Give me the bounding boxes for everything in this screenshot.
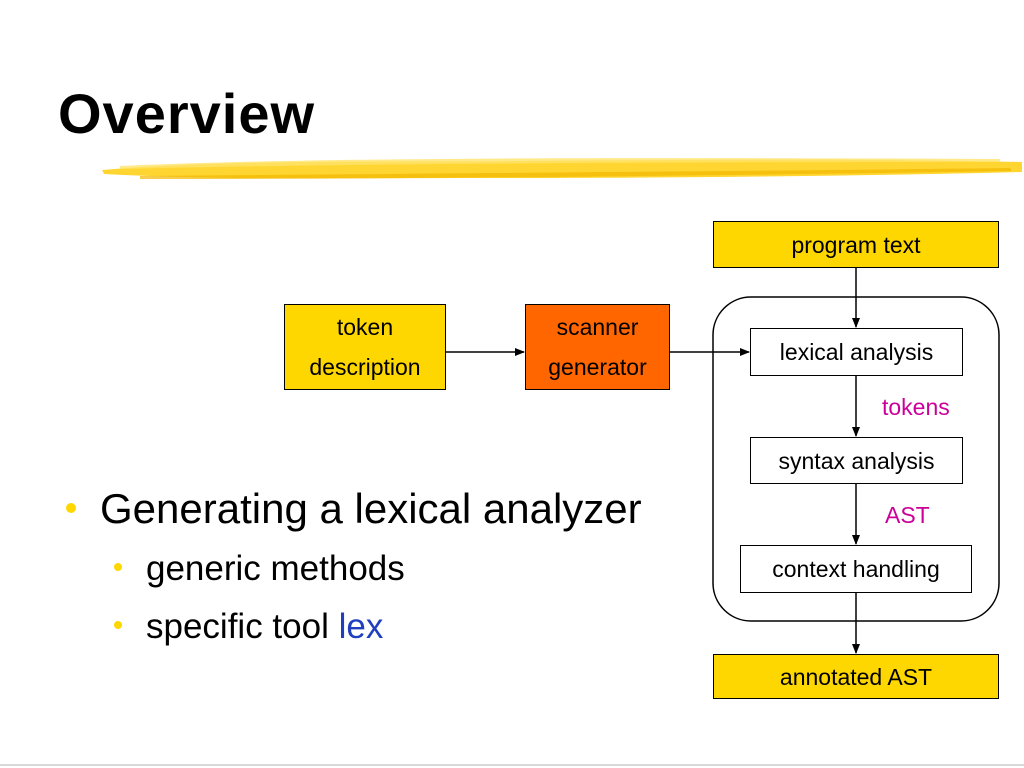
slide-bottom-rule (0, 764, 1024, 766)
token-description-box: token description (284, 304, 446, 390)
bullet-sub-2-text: specific tool lex (146, 608, 383, 646)
bullet-main-text: Generating a lexical analyzer (100, 485, 642, 532)
scanner-generator-box: scanner generator (525, 304, 670, 390)
bullet-sub-2: specific tool lex (114, 608, 434, 648)
slide-title: Overview (58, 82, 316, 145)
lex-highlight: lex (338, 607, 384, 646)
syntax-analysis-box: syntax analysis (750, 437, 963, 484)
bullet-dot-icon (66, 503, 76, 513)
ast-label: AST (885, 502, 930, 528)
token-description-line2: description (309, 354, 421, 380)
sub-bullet-dot-icon (114, 563, 122, 571)
sub-bullet-dot-icon (114, 621, 122, 629)
annotated-ast-box: annotated AST (713, 654, 999, 699)
syntax-analysis-label: syntax analysis (778, 447, 935, 474)
bullet-sub-2-prefix: specific tool (146, 607, 339, 646)
scanner-generator-line1: scanner (556, 314, 639, 340)
scanner-generator-line2: generator (548, 354, 647, 380)
title-underline-brush (102, 158, 1022, 179)
annotated-ast-label: annotated AST (779, 663, 933, 690)
lexical-analysis-box: lexical analysis (750, 328, 963, 376)
bullet-sub-1-text: generic methods (146, 549, 405, 588)
context-handling-box: context handling (740, 545, 972, 593)
program-text-label: program text (791, 231, 921, 258)
tokens-label: tokens (882, 394, 950, 420)
context-handling-label: context handling (772, 556, 940, 582)
lexical-analysis-label: lexical analysis (779, 339, 934, 365)
program-text-box: program text (713, 221, 999, 268)
token-description-line1: token (336, 314, 394, 340)
